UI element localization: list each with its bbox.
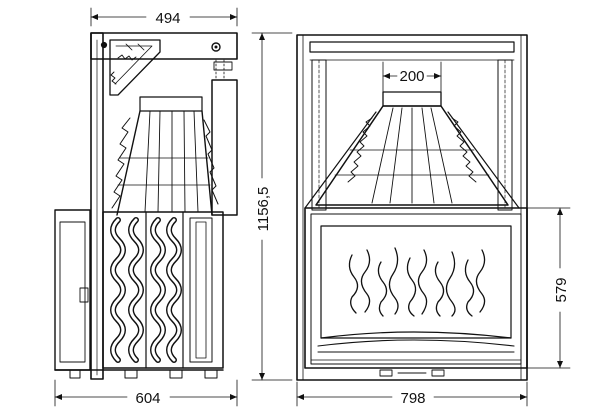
dimension-798: 798 [296,381,528,407]
side-view: 494 [54,7,293,407]
dimension-label-579: 579 [553,277,570,302]
side-hood [111,96,219,216]
front-view: 200 [296,34,571,407]
dimension-label-1156-5: 1156,5 [255,187,272,232]
dimension-1156: 1156,5 [251,32,293,381]
front-flue: 200 [382,61,442,107]
side-counterweight [211,59,238,216]
front-hood [304,105,520,209]
front-door [304,207,528,377]
dimension-label-798: 798 [400,390,425,407]
dimension-label-604: 604 [135,390,160,407]
dimension-579: 579 [526,207,571,369]
dimension-604: 604 [54,379,238,407]
side-firebox [54,209,224,379]
dimension-494: 494 [90,7,238,27]
side-frame [90,32,238,380]
dimension-label-494: 494 [155,10,180,27]
dimension-label-200: 200 [399,68,424,85]
